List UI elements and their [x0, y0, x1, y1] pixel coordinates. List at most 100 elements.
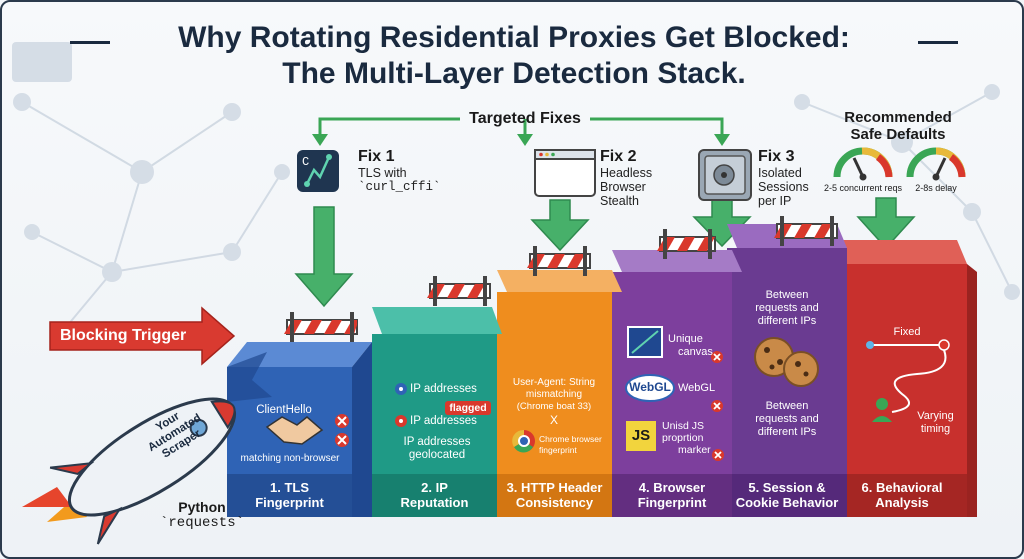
- fix2-line3: Stealth: [600, 194, 639, 208]
- layer5-text3: different IPs: [757, 315, 817, 327]
- webgl-logo-bg: [625, 374, 675, 402]
- title-line-1: Why Rotating Residential Proxies Get Blo…: [178, 21, 850, 54]
- layer5-text2: requests and: [755, 302, 819, 314]
- layer4-text4: Unisd JS: [662, 420, 705, 432]
- layer5-label: 5. Session & Cookie Behavior: [727, 480, 847, 510]
- layer5-block2: Between requests and different IPs: [729, 400, 845, 439]
- layer2-name1: 2. IP: [421, 480, 448, 495]
- fix1-line1: TLS with: [358, 166, 407, 180]
- layer2-badge: flagged: [449, 402, 487, 414]
- layer5-text4: Between: [765, 400, 809, 412]
- layer3-label: 3. HTTP Header Consistency: [497, 480, 612, 510]
- barricade-2: [427, 276, 491, 306]
- layer4-text3: WebGL: [678, 382, 716, 394]
- layer6-text1: Fixed: [893, 326, 921, 338]
- layer6-name1: 6. Behavioral: [861, 480, 943, 495]
- layer6-name2: Analysis: [875, 495, 929, 510]
- cookie-icons: [754, 337, 819, 387]
- layer6-text2: Varying: [917, 410, 954, 422]
- layer1-name2: Fingerprint: [255, 495, 324, 510]
- fix2-label: Fix 2 Headless Browser Stealth: [600, 148, 652, 208]
- layer2-text4: geolocated: [408, 449, 466, 461]
- layer5-name2: Cookie Behavior: [735, 495, 839, 510]
- fix2-arrow: [530, 199, 590, 252]
- layer1-text2: matching non-browser: [240, 453, 340, 464]
- layer-1-block: [227, 342, 372, 517]
- layer-6-block: [837, 240, 977, 517]
- fix2-line1: Headless: [600, 166, 653, 180]
- layer1-label: 1. TLS Fingerprint: [227, 480, 352, 510]
- fix2-line2: Browser: [600, 180, 646, 194]
- fix3-line3: per IP: [758, 194, 792, 208]
- layer3-text4: X: [549, 413, 558, 427]
- targeted-fixes-label: Targeted Fixes: [469, 110, 581, 127]
- layer3-name2: Consistency: [515, 495, 594, 510]
- blocking-trigger-arrow: [49, 306, 236, 366]
- fix3-icon: [698, 149, 752, 201]
- js-logo-bg: [626, 421, 656, 451]
- fix3-line2: Sessions: [758, 180, 809, 194]
- layer4-name1: 4. Browser: [638, 480, 706, 495]
- layer2-text2: IP addresses: [410, 415, 477, 427]
- fix3-title: Fix 3: [758, 148, 795, 165]
- defaults-arrow: [856, 197, 916, 250]
- layer4-x-icons: [711, 351, 724, 461]
- layer4-name2: Fingerprint: [637, 495, 707, 510]
- fix3-label: Fix 3 Isolated Sessions per IP: [758, 148, 809, 208]
- layer4-text2: canvas: [678, 346, 713, 358]
- timing-diagram: [866, 339, 950, 422]
- svg-text:C: C: [302, 155, 309, 169]
- scraper-caption-2: `requests`: [159, 515, 244, 531]
- barricade-3: [527, 246, 591, 276]
- layer4-label: 4. Browser Fingerprint: [612, 480, 732, 510]
- flagged-badge-bg: [445, 401, 491, 415]
- fix1-title: Fix 1: [358, 148, 395, 165]
- safe-defaults-line-1: Recommended: [844, 109, 952, 126]
- layer1-x-icons: [335, 414, 349, 447]
- layer5-block1: Between requests and different IPs: [729, 289, 845, 328]
- gauge2-caption: 2-8s delay: [915, 183, 957, 193]
- layer4-text1: Unique: [668, 333, 703, 345]
- webgl-logo-text: WebGL: [629, 380, 671, 394]
- gauge1-caption: 2-5 concurrent reqs: [823, 183, 903, 193]
- gauge-concurrency: [833, 147, 893, 181]
- js-logo-text: JS: [631, 427, 651, 444]
- layer4-text6: marker: [678, 444, 711, 456]
- title-line-2: The Multi-Layer Detection Stack.: [282, 57, 746, 90]
- layer1-text1: ClientHello: [256, 404, 312, 416]
- layer3-text1: User-Agent: String: [512, 377, 596, 388]
- fix1-line2: `curl_cffi`: [358, 180, 441, 194]
- layer2-label: 2. IP Reputation: [372, 480, 497, 510]
- ip-pin-icons: [395, 383, 407, 427]
- barricade-1: [284, 312, 358, 342]
- layer6-label: 6. Behavioral Analysis: [837, 480, 967, 510]
- safe-defaults-title: Recommended Safe Defaults: [828, 109, 968, 143]
- fix3-line1: Isolated: [758, 166, 802, 180]
- scraper-caption-1: Python: [178, 499, 226, 515]
- layer1-name1: 1. TLS: [269, 480, 309, 495]
- fix2-title: Fix 2: [600, 148, 637, 165]
- layer5-text5: requests and: [755, 413, 819, 425]
- blocking-trigger-label: Blocking Trigger: [60, 327, 187, 344]
- barricade-5: [774, 216, 838, 246]
- fix1-label: Fix 1 TLS with `curl_cffi`: [358, 148, 441, 194]
- fix-arrows: [294, 196, 916, 308]
- chrome-icon: [512, 429, 535, 453]
- layer3-text2: mismatching: [525, 389, 583, 400]
- fix1-arrow: [294, 206, 354, 308]
- page-title: Why Rotating Residential Proxies Get Blo…: [2, 20, 1022, 92]
- barricades: [284, 216, 838, 342]
- layer2-text1: IP addresses: [410, 383, 477, 395]
- handshake-icon: [265, 416, 324, 445]
- rocket-icon: [22, 397, 237, 545]
- layer5-name1: 5. Session &: [748, 480, 826, 495]
- fix2-icon: [534, 149, 596, 197]
- layer4-text5: proprtion: [662, 432, 704, 444]
- fix1-icon: C: [297, 150, 339, 192]
- layer-2-block: [372, 307, 502, 517]
- barricade-4: [657, 229, 716, 259]
- layer2-text3: IP addresses: [403, 436, 471, 448]
- layer3-text5: Chrome browser: [539, 434, 602, 444]
